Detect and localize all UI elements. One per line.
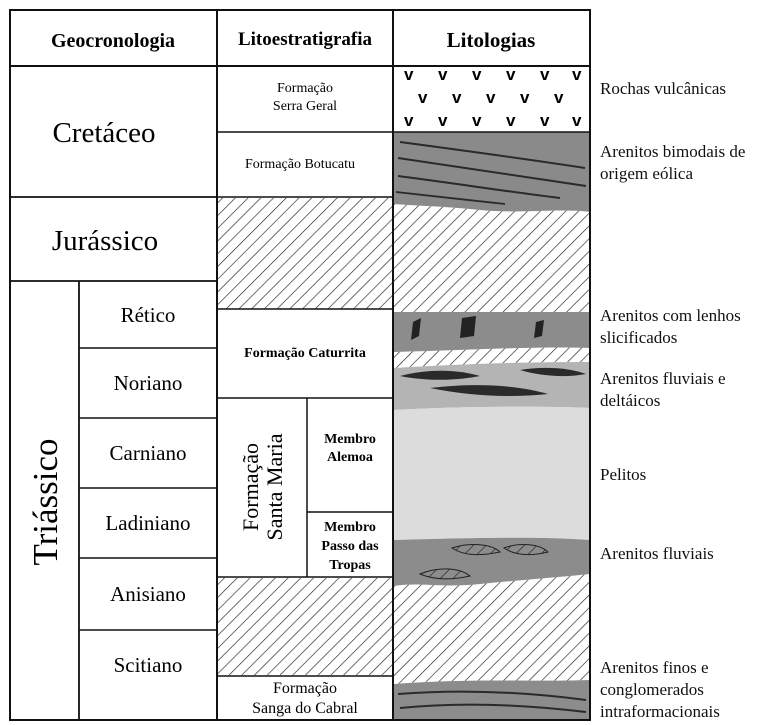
volcanic-symbol: v [404,111,414,130]
header-litologias: Litologias [447,28,536,52]
label-line: deltáicos [600,390,726,412]
period-triassico: Triássico [26,438,65,565]
membro-alemoa-line2: Alemoa [327,450,373,465]
volcanic-symbol: v [540,111,550,130]
volcanic-symbol: v [506,111,516,130]
label-line: intraformacionais [600,701,720,723]
formacao-serra-geral-line1: Formação [277,81,333,96]
header-geocronologia: Geocronologia [51,30,175,52]
formacao-santa-maria: Formação Santa Maria [238,433,287,540]
hiatus-lower [218,578,392,675]
age-ladiniano: Ladiniano [105,511,190,535]
formacao-caturrita: Formação Caturrita [244,346,366,361]
label-line: Arenitos fluviais e [600,368,726,390]
formacao-botucatu: Formação Botucatu [245,157,355,172]
period-cretaceo: Cretáceo [52,117,155,149]
label-arenitos-lenhos: Arenitos com lenhos slicificados [600,305,741,349]
age-carniano: Carniano [110,441,187,465]
label-arenitos-finos: Arenitos finos e conglomerados intraform… [600,657,720,723]
label-line: conglomerados [600,679,720,701]
volcanic-symbol: v [452,88,462,107]
label-line: Pelitos [600,464,646,486]
label-line: Rochas vulcânicas [600,78,726,100]
age-scitiano: Scitiano [114,653,183,677]
volcanic-symbol: v [540,65,550,84]
volcanic-symbol: v [554,88,564,107]
header-litoestratigrafia: Litoestratigrafia [238,29,373,50]
pelite-layer [394,407,590,540]
period-jurassico: Jurássico [52,225,158,257]
volcanic-symbol: v [486,88,496,107]
label-arenitos-fluviais: Arenitos fluviais [600,543,714,565]
label-line: slicificados [600,327,741,349]
volcanic-symbol: v [472,65,482,84]
volcanic-symbol: v [572,65,582,84]
label-line: Arenitos fluviais [600,543,714,565]
volcanic-symbol: v [438,111,448,130]
membro-passo-line1: Membro [324,520,376,535]
membro-passo-line2: Passo das [321,539,379,554]
lithology-hiatus-upper [394,204,590,312]
label-line: origem eólica [600,163,745,185]
volcanic-symbol: v [418,88,428,107]
hiatus-upper [218,198,392,309]
formacao-sanga-line1: Formação [273,680,337,697]
formacao-sanga-line2: Sanga do Cabral [252,700,358,717]
lithology-hiatus-lower [394,574,590,684]
age-retico: Rético [121,303,176,327]
membro-alemoa-line1: Membro [324,432,376,447]
volcanic-symbol: v [472,111,482,130]
volcanic-symbol: v [506,65,516,84]
volcanic-symbol: v [438,65,448,84]
formacao-santa-maria-line1: Formação [238,443,263,531]
label-pelitos: Pelitos [600,464,646,486]
fossil-wood-2 [460,316,476,338]
geocronologia-column: Cretáceo Jurássico Triássico Rético Nori… [10,117,217,720]
label-line: Arenitos finos e [600,657,720,679]
label-arenitos-bimodais: Arenitos bimodais de origem eólica [600,141,745,185]
membro-passo-line3: Tropas [329,558,371,573]
label-line: Arenitos com lenhos [600,305,741,327]
age-anisiano: Anisiano [110,582,186,606]
fossil-wood-sandstone-layer [394,312,590,352]
age-noriano: Noriano [114,371,183,395]
formacao-serra-geral-line2: Serra Geral [273,99,337,114]
volcanic-symbol: v [572,111,582,130]
litoestratigrafia-column: Formação Serra Geral Formação Botucatu F… [217,81,393,717]
label-rochas-vulcanicas: Rochas vulcânicas [600,78,726,100]
volcanic-symbol: v [404,65,414,84]
label-line: Arenitos bimodais de [600,141,745,163]
formacao-santa-maria-line2: Santa Maria [262,433,287,540]
volcanic-symbol: v [520,88,530,107]
fine-sandstone-layer [394,680,590,719]
label-arenitos-fluviais-deltaicos: Arenitos fluviais e deltáicos [600,368,726,412]
